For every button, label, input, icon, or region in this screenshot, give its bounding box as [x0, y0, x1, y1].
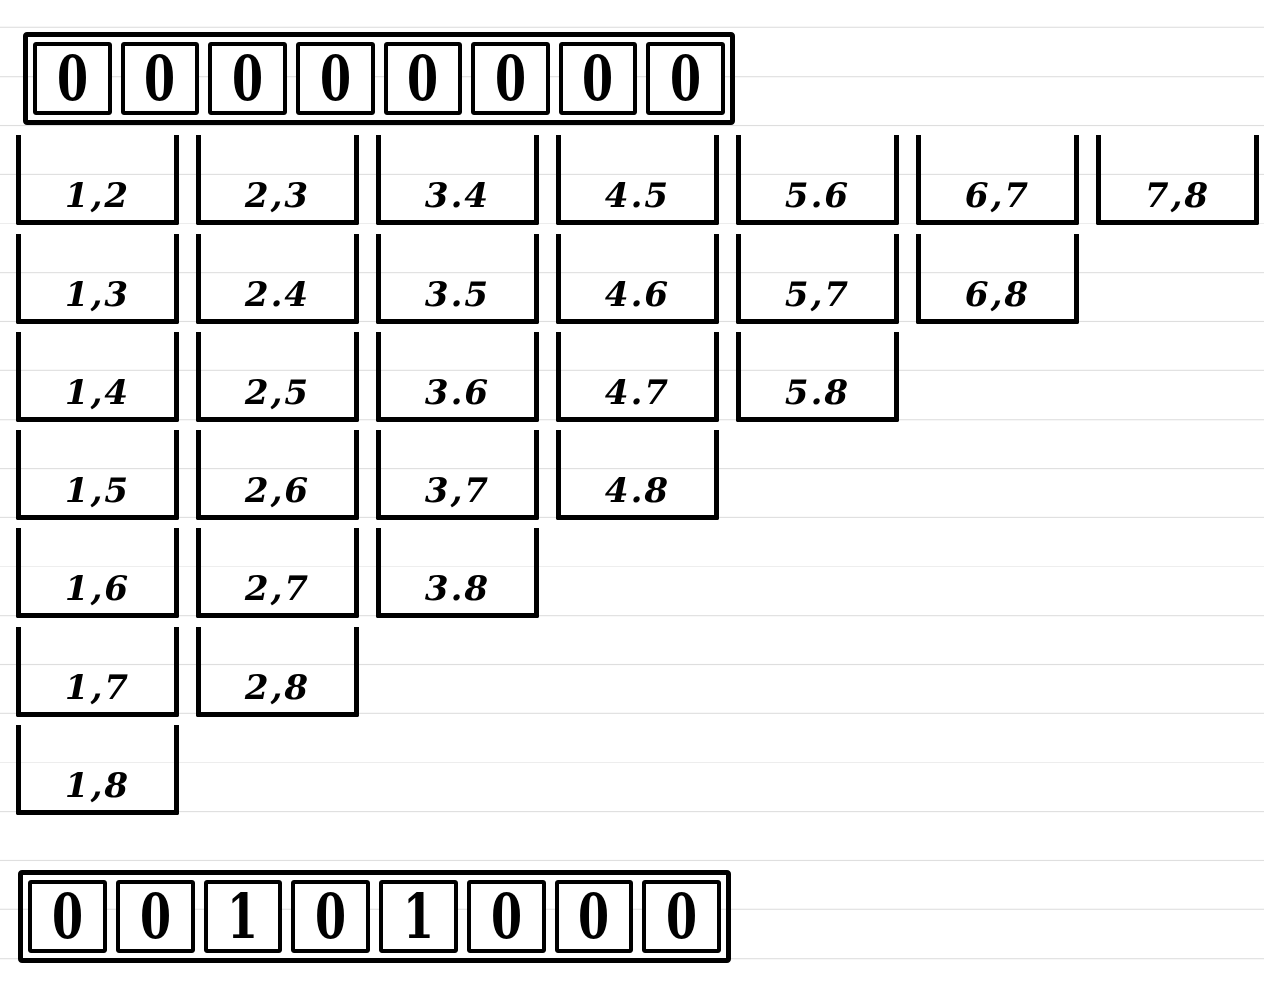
array-cell: 0 [291, 880, 370, 953]
pair-label: 5.6 [784, 176, 851, 216]
array-cell: 0 [33, 42, 112, 115]
array-cell-value: 0 [670, 41, 702, 115]
pair-label: 3,7 [424, 471, 491, 511]
bottom-bit-array: 0 0 1 0 1 0 0 0 [18, 870, 731, 963]
pair-bucket: 3.8 [376, 528, 539, 618]
pair-label: 2,8 [244, 668, 311, 708]
pair-label: 1,4 [64, 373, 131, 413]
array-cell-value: 0 [51, 879, 83, 953]
pair-bucket: 7,8 [1096, 135, 1259, 225]
pair-bucket: 4.6 [556, 234, 719, 324]
array-cell-value: 0 [319, 41, 351, 115]
array-cell-value: 0 [407, 41, 439, 115]
pair-label: 6,7 [964, 176, 1031, 216]
array-cell-value: 1 [227, 879, 259, 953]
array-cell-value: 0 [144, 41, 176, 115]
pair-bucket: 2,7 [196, 528, 359, 618]
pair-label: 1,3 [64, 275, 131, 315]
pair-label: 1,7 [64, 668, 131, 708]
pair-label: 5,7 [784, 275, 851, 315]
pair-label: 2,3 [244, 176, 311, 216]
pair-label: 5.8 [784, 373, 851, 413]
array-cell: 0 [208, 42, 287, 115]
pair-bucket: 2,8 [196, 627, 359, 717]
bucket-row-4: 1,5 2,6 3,7 4.8 [16, 430, 719, 520]
pair-bucket: 5.6 [736, 135, 899, 225]
array-cell: 0 [554, 879, 634, 953]
pair-label: 3.4 [424, 176, 491, 216]
pair-label: 4.7 [604, 373, 671, 413]
pair-label: 2.4 [244, 275, 311, 315]
array-cell: 0 [471, 42, 550, 115]
pair-bucket: 2,6 [196, 430, 359, 520]
array-cell: 1 [203, 879, 283, 953]
pair-label: 2,6 [244, 471, 311, 511]
array-cell: 0 [642, 880, 721, 953]
pair-label: 3.5 [424, 275, 491, 315]
array-cell: 0 [646, 42, 725, 115]
array-cell-value: 0 [578, 879, 610, 953]
pair-label: 1,2 [64, 176, 131, 216]
pair-bucket: 2,5 [196, 332, 359, 422]
array-cell: 0 [28, 880, 107, 953]
top-zero-array: 0 0 0 0 0 0 0 0 [23, 32, 735, 125]
pair-bucket: 1,3 [16, 234, 179, 324]
pair-bucket: 6,8 [916, 234, 1079, 324]
pair-label: 7,8 [1144, 176, 1211, 216]
array-cell-value: 0 [56, 41, 88, 115]
array-cell-value: 0 [139, 879, 171, 953]
pair-label: 2,7 [244, 569, 311, 609]
pair-bucket: 1,7 [16, 627, 179, 717]
pair-label: 6,8 [964, 275, 1031, 315]
pair-bucket: 1,8 [16, 725, 179, 815]
pair-bucket: 5.8 [736, 332, 899, 422]
pair-bucket: 2.4 [196, 234, 359, 324]
pair-bucket: 3.5 [376, 234, 539, 324]
bucket-row-6: 1,7 2,8 [16, 627, 359, 717]
pair-bucket: 1,6 [16, 528, 179, 618]
bucket-row-2: 1,3 2.4 3.5 4.6 5,7 6,8 [16, 234, 1079, 324]
array-cell-value: 0 [494, 41, 526, 115]
array-cell: 0 [115, 879, 195, 953]
pair-label: 4.6 [604, 275, 671, 315]
pair-label: 3.6 [424, 373, 491, 413]
pair-label: 1,8 [64, 766, 131, 806]
bucket-row-7: 1,8 [16, 725, 179, 815]
array-cell-value: 0 [666, 879, 698, 953]
array-cell: 0 [558, 41, 638, 115]
bucket-row-1: 1,2 2,3 3.4 4.5 5.6 6,7 7,8 [16, 135, 1259, 225]
array-cell: 0 [383, 41, 463, 115]
pair-label: 1,6 [64, 569, 131, 609]
array-cell-value: 0 [232, 41, 264, 115]
pair-label: 4.5 [604, 176, 671, 216]
array-cell: 0 [466, 879, 546, 953]
array-cell-value: 1 [402, 879, 434, 953]
pair-bucket: 3.6 [376, 332, 539, 422]
pair-label: 4.8 [604, 471, 671, 511]
pair-label: 2,5 [244, 373, 311, 413]
pair-bucket: 4.7 [556, 332, 719, 422]
array-cell: 0 [120, 41, 200, 115]
pair-label: 1,5 [64, 471, 131, 511]
pair-bucket: 4.5 [556, 135, 719, 225]
array-cell-value: 0 [315, 879, 347, 953]
pair-bucket: 6,7 [916, 135, 1079, 225]
pair-bucket: 5,7 [736, 234, 899, 324]
pair-bucket: 1,4 [16, 332, 179, 422]
array-cell-value: 0 [490, 879, 522, 953]
pair-bucket: 3.4 [376, 135, 539, 225]
pair-bucket: 3,7 [376, 430, 539, 520]
pair-bucket: 2,3 [196, 135, 359, 225]
pair-bucket: 1,5 [16, 430, 179, 520]
array-cell: 1 [379, 880, 458, 953]
pair-bucket: 1,2 [16, 135, 179, 225]
bucket-row-3: 1,4 2,5 3.6 4.7 5.8 [16, 332, 899, 422]
array-cell-value: 0 [582, 41, 614, 115]
pair-bucket: 4.8 [556, 430, 719, 520]
bucket-row-5: 1,6 2,7 3.8 [16, 528, 539, 618]
pair-label: 3.8 [424, 569, 491, 609]
array-cell: 0 [295, 41, 375, 115]
